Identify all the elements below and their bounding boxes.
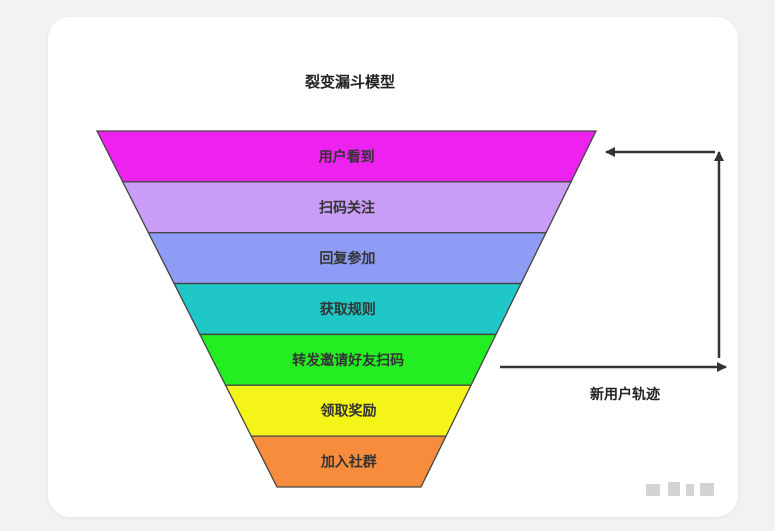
funnel-layer-label: 领取奖励 bbox=[320, 403, 376, 420]
funnel-layer-label: 转发邀请好友扫码 bbox=[292, 352, 404, 369]
funnel-layer bbox=[250, 435, 448, 488]
funnel-layer-label: 回复参加 bbox=[319, 250, 375, 267]
watermark bbox=[646, 482, 714, 496]
diagram-title: 裂变漏斗模型 bbox=[304, 73, 395, 91]
funnel-layer-label: 获取规则 bbox=[320, 301, 376, 318]
new-user-track bbox=[500, 147, 727, 372]
funnel-layer-label: 用户看到 bbox=[319, 148, 375, 165]
new-user-track-label: 新用户轨迹 bbox=[590, 386, 660, 403]
funnel-layer-label: 扫码关注 bbox=[319, 199, 375, 216]
funnel-layer-label: 加入社群 bbox=[320, 454, 377, 471]
